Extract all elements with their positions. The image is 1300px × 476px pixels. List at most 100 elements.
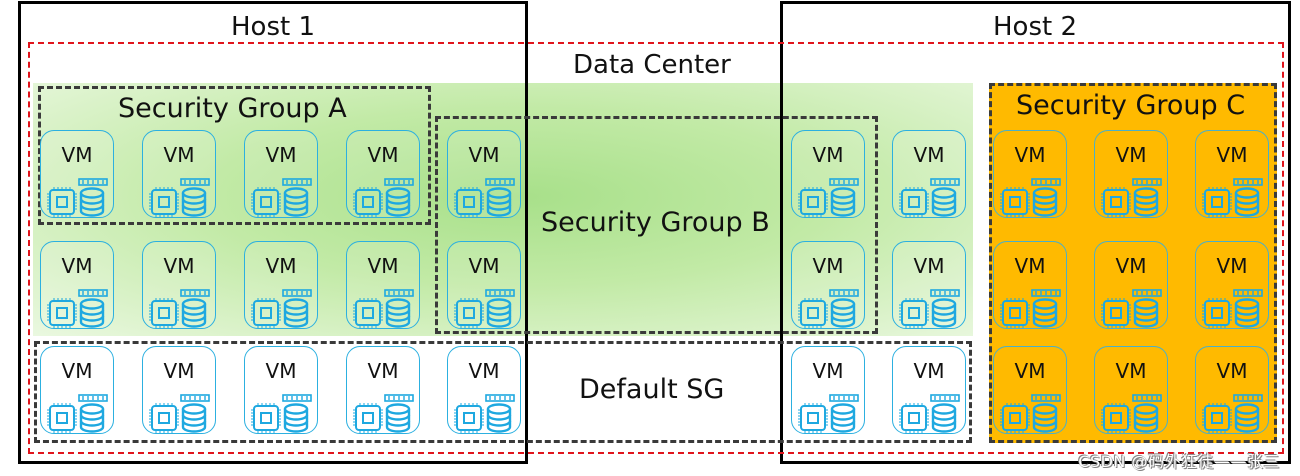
vm-hardware-icon-wrap <box>149 288 211 332</box>
cpu-chip-icon <box>1202 187 1232 217</box>
data-center-boundary <box>28 42 1284 454</box>
vm-label: VM <box>1115 143 1147 167</box>
vm-hardware-icon-wrap <box>353 177 415 221</box>
memory-module-icon <box>384 178 414 186</box>
vm-hardware-icon-wrap <box>1000 288 1062 332</box>
vm-hardware-icon-wrap <box>149 177 211 221</box>
vm-hardware-icon <box>1202 289 1263 328</box>
cpu-chip-icon <box>899 187 929 217</box>
database-icon <box>181 187 207 217</box>
vm-hardware-icon <box>454 289 515 328</box>
database-icon <box>283 403 309 433</box>
vm-card-default-sg: VM <box>142 346 216 434</box>
database-icon <box>79 298 105 328</box>
cpu-chip-icon <box>454 187 484 217</box>
cpu-chip-icon <box>353 298 383 328</box>
memory-module-icon <box>829 394 859 402</box>
memory-module-icon <box>78 178 108 186</box>
cpu-chip-icon <box>47 403 77 433</box>
memory-module-icon <box>930 178 960 186</box>
cpu-chip-icon <box>251 403 281 433</box>
vm-hardware-icon <box>899 289 960 328</box>
watermark: CSDN @码外狂徒——张三 <box>1078 452 1280 471</box>
cpu-chip-icon <box>1101 298 1131 328</box>
vm-label: VM <box>367 359 399 383</box>
vm-hardware-icon <box>47 394 108 433</box>
cpu-chip-icon <box>798 298 828 328</box>
database-icon <box>385 298 411 328</box>
security-group-b-boundary <box>435 116 878 334</box>
vm-card-security-group-b: VM <box>791 130 865 218</box>
database-icon <box>1133 187 1159 217</box>
data-center-label: Data Center <box>573 50 731 80</box>
vm-card-none: VM <box>892 241 966 329</box>
host-1-label: Host 1 <box>230 12 315 42</box>
vm-hardware-icon <box>149 394 210 433</box>
vm-card-security-group-c: VM <box>1195 346 1269 434</box>
vm-hardware-icon <box>47 289 108 328</box>
vm-hardware-icon-wrap <box>1101 288 1163 332</box>
vm-hardware-icon <box>353 178 414 217</box>
database-icon <box>830 298 856 328</box>
memory-module-icon <box>1233 178 1263 186</box>
vm-label: VM <box>1216 143 1248 167</box>
vm-hardware-icon <box>798 289 859 328</box>
vm-hardware-icon-wrap <box>798 288 860 332</box>
memory-module-icon <box>78 394 108 402</box>
vm-hardware-icon-wrap <box>251 177 313 221</box>
vm-card-security-group-c: VM <box>1195 130 1269 218</box>
vm-hardware-icon <box>251 394 312 433</box>
vm-hardware-icon-wrap <box>47 288 109 332</box>
vm-label: VM <box>1014 254 1046 278</box>
vm-hardware-icon <box>251 178 312 217</box>
vm-card-security-group-c: VM <box>1195 241 1269 329</box>
vm-hardware-icon-wrap <box>1202 393 1264 437</box>
memory-module-icon <box>1132 394 1162 402</box>
database-icon <box>1032 403 1058 433</box>
vm-label: VM <box>468 359 500 383</box>
vm-hardware-icon-wrap <box>454 288 516 332</box>
memory-module-icon <box>180 394 210 402</box>
vm-hardware-icon <box>798 178 859 217</box>
vm-hardware-icon <box>1101 289 1162 328</box>
memory-module-icon <box>1233 394 1263 402</box>
database-icon <box>830 403 856 433</box>
cpu-chip-icon <box>454 403 484 433</box>
cpu-chip-icon <box>1202 298 1232 328</box>
cpu-chip-icon <box>899 403 929 433</box>
database-icon <box>931 298 957 328</box>
security-group-c-boundary <box>989 83 1277 443</box>
vm-label: VM <box>812 359 844 383</box>
vm-card-none: VM <box>892 130 966 218</box>
vm-hardware-icon-wrap <box>454 177 516 221</box>
memory-module-icon <box>282 289 312 297</box>
cpu-chip-icon <box>353 403 383 433</box>
vm-label: VM <box>61 254 93 278</box>
vm-card-security-group-a: VM <box>40 130 114 218</box>
vm-hardware-icon-wrap <box>1000 177 1062 221</box>
vm-card-security-group-c: VM <box>1094 130 1168 218</box>
vm-card-security-group-b: VM <box>447 130 521 218</box>
memory-module-icon <box>384 289 414 297</box>
vm-hardware-icon-wrap <box>1101 177 1163 221</box>
vm-label: VM <box>265 143 297 167</box>
database-icon <box>385 403 411 433</box>
vm-label: VM <box>1216 359 1248 383</box>
cpu-chip-icon <box>47 187 77 217</box>
vm-card-default-sg: VM <box>447 346 521 434</box>
database-icon <box>385 187 411 217</box>
vm-hardware-icon-wrap <box>1101 393 1163 437</box>
vm-hardware-icon <box>1202 178 1263 217</box>
vm-label: VM <box>61 143 93 167</box>
vm-card-security-group-b: VM <box>791 241 865 329</box>
cpu-chip-icon <box>1000 298 1030 328</box>
vm-card-none: VM <box>142 241 216 329</box>
vm-label: VM <box>1014 143 1046 167</box>
vm-card-none: VM <box>40 241 114 329</box>
vm-hardware-icon-wrap <box>798 393 860 437</box>
vm-card-security-group-c: VM <box>993 130 1067 218</box>
memory-module-icon <box>1233 289 1263 297</box>
vm-label: VM <box>265 359 297 383</box>
vm-hardware-icon <box>251 289 312 328</box>
database-icon <box>1133 298 1159 328</box>
